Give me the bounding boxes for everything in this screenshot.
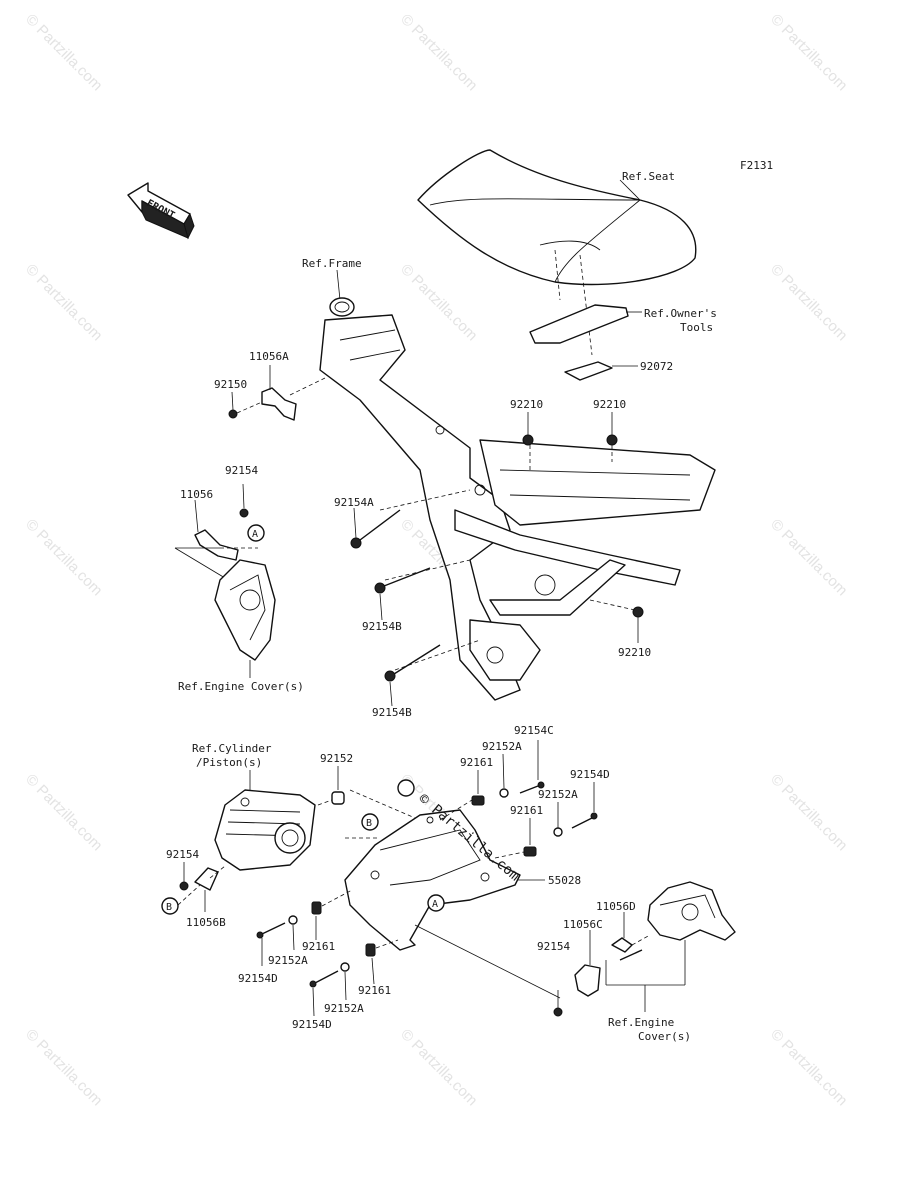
- nut-92210-b: [606, 434, 618, 446]
- label-92154-left: 92154: [166, 848, 199, 861]
- callout-B-label: B: [166, 902, 172, 913]
- label-92161-b: 92161: [510, 804, 543, 817]
- label-92154D-a: 92154D: [570, 768, 610, 781]
- label-92210-b: 92210: [593, 398, 626, 411]
- nut-92210-a: [522, 434, 534, 446]
- label-92210-c: 92210: [618, 646, 651, 659]
- label-ref-engine-cover-left: Ref.Engine Cover(s): [178, 680, 304, 693]
- engine-cover-left-group: [174, 483, 276, 678]
- bracket-11056B: [177, 862, 226, 912]
- label-92072: 92072: [640, 360, 673, 373]
- watermark: © Partzilla.com: [767, 11, 850, 94]
- label-11056D: 11056D: [596, 900, 636, 913]
- watermark: © Partzilla.com: [397, 261, 480, 344]
- callout-A-label: A: [252, 529, 258, 540]
- callout-B-left: B: [161, 897, 179, 915]
- label-92154B-lower: 92154B: [372, 706, 412, 719]
- label-92154C: 92154C: [514, 724, 554, 737]
- label-92161-c: 92161: [302, 940, 335, 953]
- label-92161-a: 92161: [460, 756, 493, 769]
- label-92154A: 92154A: [334, 496, 374, 509]
- bracket-11056A: [228, 365, 326, 421]
- watermark: © Partzilla.com: [22, 1026, 105, 1109]
- bolt-92154A: [350, 509, 401, 549]
- nut-92210-c: [632, 606, 644, 618]
- front-arrow-icon: FRONT: [127, 182, 195, 240]
- callout-B-guard: B: [361, 813, 379, 831]
- label-11056C: 11056C: [563, 918, 603, 931]
- diagram-code: F2131: [740, 159, 773, 172]
- frame-illustration: [319, 269, 716, 701]
- label-55028: 55028: [548, 874, 581, 887]
- fasteners-lower-left: [256, 889, 399, 1017]
- watermark: © Partzilla.com: [767, 516, 850, 599]
- bolt-92154B-upper: [374, 567, 431, 594]
- label-92154B-upper: 92154B: [362, 620, 402, 633]
- watermark: © Partzilla.com: [767, 261, 850, 344]
- label-92154D-c: 92154D: [292, 1018, 332, 1031]
- label-92152A-c: 92152A: [268, 954, 308, 967]
- guard-55028: [344, 789, 545, 951]
- callout-A-guard: A: [427, 894, 445, 912]
- label-92152A-b: 92152A: [538, 788, 578, 801]
- label-92150: 92150: [214, 378, 247, 391]
- label-11056A: 11056A: [249, 350, 289, 363]
- label-92154-right: 92154: [537, 940, 570, 953]
- label-92210-a: 92210: [510, 398, 543, 411]
- label-ref-engine-cover-right: Ref.Engine: [608, 1016, 674, 1029]
- label-92154D-b: 92154D: [238, 972, 278, 985]
- label-92152: 92152: [320, 752, 353, 765]
- label-ref-owners-tools-2: Tools: [680, 321, 713, 334]
- label-92152A-d: 92152A: [324, 1002, 364, 1015]
- watermark: © Partzilla.com: [397, 11, 480, 94]
- label-11056B: 11056B: [186, 916, 226, 929]
- watermark: © Partzilla.com: [22, 771, 105, 854]
- bolt-92154B-lower: [384, 644, 441, 682]
- watermark: © Partzilla.com: [397, 1026, 480, 1109]
- label-92161-d: 92161: [358, 984, 391, 997]
- fasteners-upper-right: [439, 740, 598, 859]
- label-11056: 11056: [180, 488, 213, 501]
- watermark: © Partzilla.com: [22, 261, 105, 344]
- label-ref-seat: Ref.Seat: [622, 170, 675, 183]
- callout-B-label: B: [366, 818, 372, 829]
- watermark: © Partzilla.com: [22, 11, 105, 94]
- label-ref-cylinder-2: /Piston(s): [196, 756, 262, 769]
- label-92152A-a: 92152A: [482, 740, 522, 753]
- watermark: © Partzilla.com: [767, 771, 850, 854]
- callout-A-label: A: [432, 899, 438, 910]
- watermark: © Partzilla.com: [22, 516, 105, 599]
- watermark: © Partzilla.com: [767, 1026, 850, 1109]
- callout-A-left: A: [247, 524, 265, 542]
- label-ref-cylinder: Ref.Cylinder: [192, 742, 272, 755]
- seat-illustration: [417, 149, 697, 356]
- label-92154-top: 92154: [225, 464, 258, 477]
- owners-tools-illustration: [529, 304, 642, 344]
- label-ref-frame: Ref.Frame: [302, 257, 362, 270]
- engine-cover-right-group: [414, 881, 736, 1017]
- label-ref-owners-tools: Ref.Owner's: [644, 307, 717, 320]
- watermark-layer: © Partzilla.com © Partzilla.com © Partzi…: [22, 11, 850, 1109]
- label-ref-engine-cover-right-2: Cover(s): [638, 1030, 691, 1043]
- cylinder-illustration: [214, 766, 345, 871]
- strap-92072: [564, 361, 638, 381]
